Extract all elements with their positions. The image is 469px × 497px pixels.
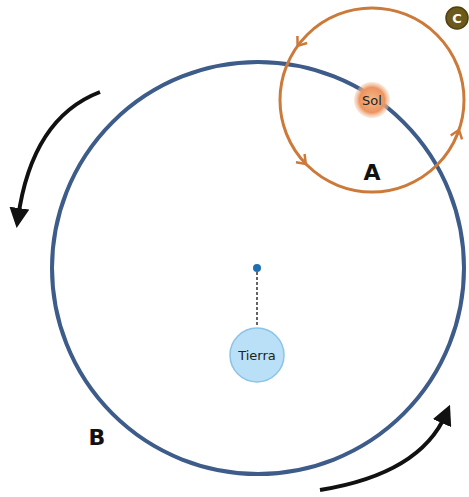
node-outline: [446, 7, 468, 29]
earth-orbit: [52, 62, 464, 474]
earth-circle: Tierra: [229, 327, 285, 383]
orbit-arrows: [296, 36, 462, 164]
center-dot: [253, 264, 261, 272]
radius-line: [256, 272, 258, 326]
rotation-arrow: [18, 92, 100, 218]
orbit-label: A: [363, 160, 380, 185]
node-outline: [354, 82, 390, 118]
node-label: Tierra: [238, 348, 276, 363]
sun-circle: Sol: [353, 81, 391, 119]
orbit-label: B: [89, 425, 106, 450]
node-label: C: [452, 11, 462, 26]
orbit-chevron: [296, 154, 306, 164]
orbit-chevron: [297, 36, 307, 46]
orbit-chevron: [451, 130, 462, 140]
node-label: Sol: [362, 93, 382, 108]
sun-orbit: [280, 8, 464, 192]
planet-circle: C: [445, 6, 469, 30]
rotation-arrow: [320, 414, 446, 490]
node-outline: [230, 328, 284, 382]
